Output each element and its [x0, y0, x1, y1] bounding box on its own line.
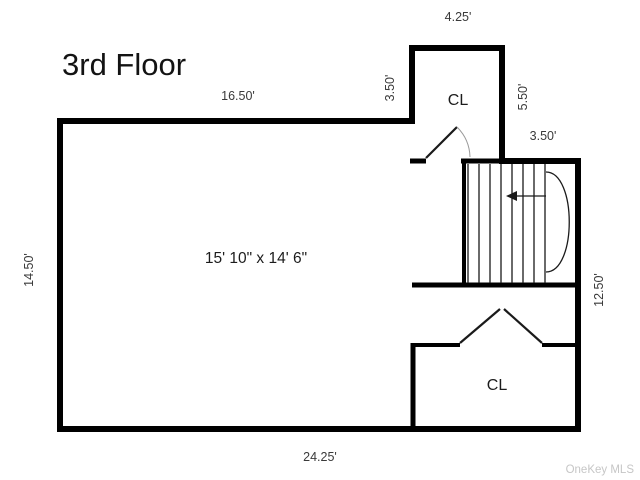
stair-winder-curve	[545, 171, 570, 273]
dim-closet-right-height: 5.50'	[516, 84, 530, 111]
dim-left-height: 14.50'	[22, 253, 36, 287]
stair-direction-arrow-icon	[506, 191, 517, 201]
dim-right-height: 12.50'	[592, 273, 606, 307]
watermark: OneKey MLS	[566, 464, 635, 476]
dim-closet-left-height: 3.50'	[383, 75, 397, 102]
closet-top-label: CL	[448, 92, 469, 109]
double-door-right-leaf	[503, 308, 543, 344]
top-closet-door-arc	[456, 126, 471, 158]
closet-bottom-label: CL	[487, 377, 508, 394]
room-size-label: 15' 10" x 14' 6"	[205, 250, 307, 267]
outer-wall	[57, 45, 581, 432]
page-title: 3rd Floor	[62, 47, 186, 82]
dim-bottom-width: 24.25'	[303, 450, 337, 464]
staircase	[467, 164, 570, 283]
walls	[57, 45, 581, 432]
double-door-left-leaf	[459, 308, 501, 344]
doors	[425, 126, 543, 344]
stair-treads	[467, 164, 546, 283]
dim-top-wall-width: 16.50'	[221, 89, 255, 103]
dim-right-top-width: 3.50'	[530, 129, 557, 143]
dim-top-closet-width: 4.25'	[445, 10, 472, 24]
top-closet-door-leaf	[425, 126, 458, 159]
